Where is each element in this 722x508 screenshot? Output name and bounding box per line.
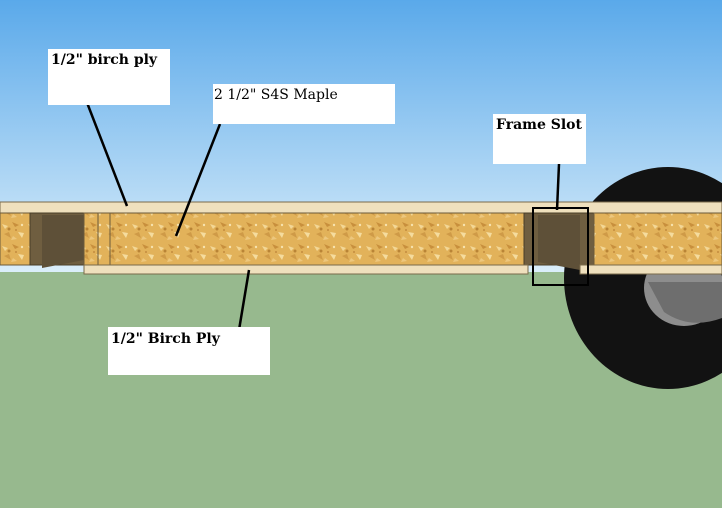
label-frame-slot: Frame Slot xyxy=(493,114,586,164)
maple-core-main xyxy=(83,212,525,266)
bottom-birch-ply xyxy=(83,264,529,275)
maple-core-left xyxy=(0,212,31,266)
top-birch-ply xyxy=(0,201,722,214)
leader-bottom-ply xyxy=(236,269,251,337)
frame-slot-highlight xyxy=(532,207,589,286)
leader-maple xyxy=(174,123,222,237)
leader-lines xyxy=(84,99,561,337)
maple-core-right xyxy=(593,212,722,266)
label-maple-core: 2 1/2" S4S Maple xyxy=(213,84,395,124)
leader-frame-slot xyxy=(555,163,561,211)
frame-slot-right-face xyxy=(538,215,580,270)
label-top-birch-ply: 1/2" birch ply xyxy=(48,49,170,105)
label-bottom-birch-ply: 1/2" Birch Ply xyxy=(108,327,270,375)
hub-shadow xyxy=(648,282,722,323)
frame-slot-left-face xyxy=(42,215,84,268)
deck-assembly xyxy=(0,201,722,286)
bottom-birch-ply-right xyxy=(579,264,722,275)
leader-top-ply xyxy=(84,99,129,207)
